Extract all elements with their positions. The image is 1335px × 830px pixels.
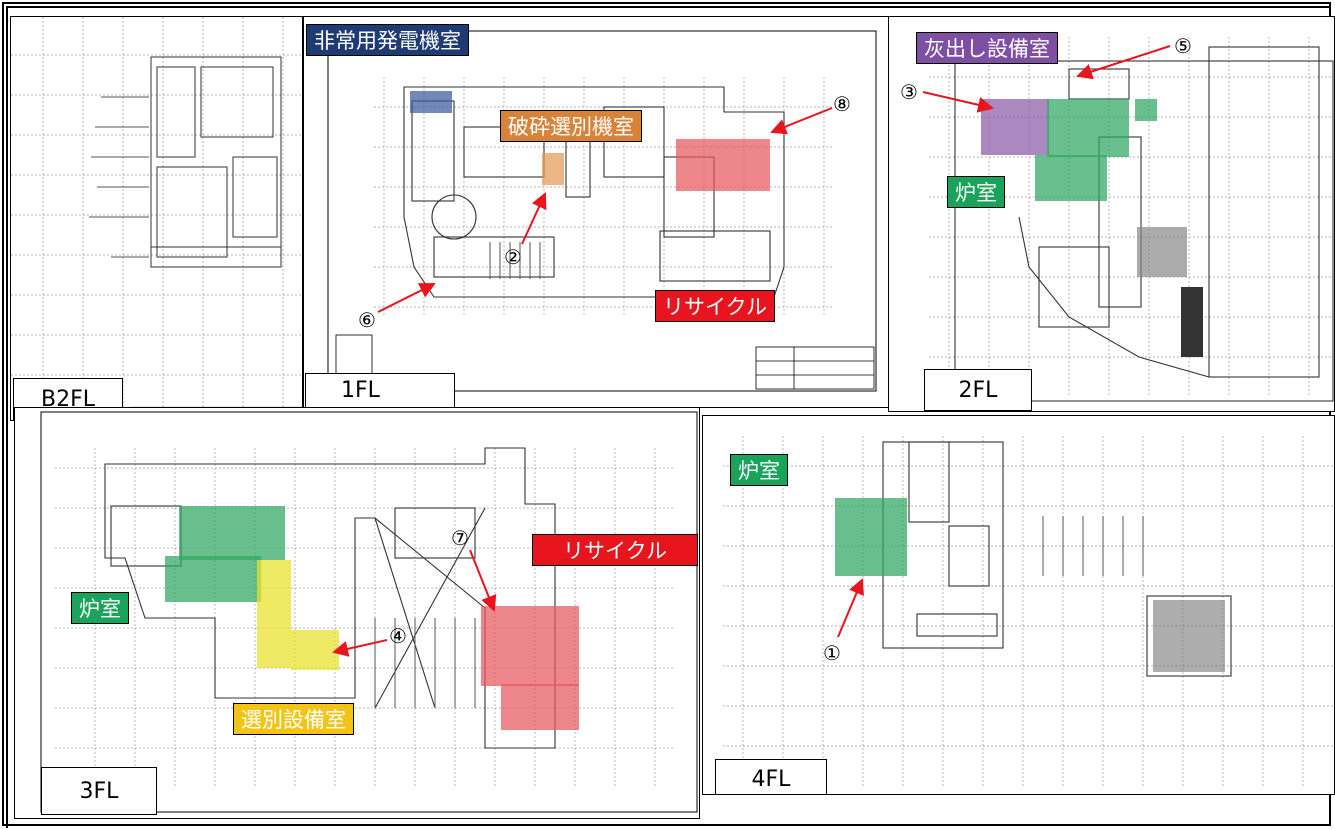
tag-ash-discharge: 灰出し設備室 bbox=[916, 32, 1058, 64]
marker-6: ⑥ bbox=[358, 308, 376, 332]
zone-furnace-2f-b bbox=[1035, 155, 1107, 201]
tag-recycle-1f: リサイクル bbox=[655, 290, 775, 322]
zone-sorting-equipment-a bbox=[257, 560, 291, 668]
tag-furnace-4f: 炉室 bbox=[730, 454, 788, 486]
tag-crushing-sorting: 破砕選別機室 bbox=[500, 110, 642, 142]
tag-recycle-3f: リサイクル bbox=[532, 534, 698, 566]
zone-recycle-1f bbox=[676, 139, 770, 191]
floor-plan-b2: B2FL bbox=[10, 16, 303, 421]
marker-4: ④ bbox=[389, 624, 407, 648]
tag-sorting-equipment: 選別設備室 bbox=[233, 703, 354, 735]
b2-plan-drawing bbox=[11, 17, 302, 420]
zone-furnace-2f-a bbox=[1047, 99, 1129, 157]
floor-label-3f: 3FL bbox=[41, 767, 157, 815]
zone-recycle-3f-a bbox=[481, 606, 579, 686]
zone-furnace-2f-c bbox=[1135, 99, 1157, 121]
tag-emergency-generator: 非常用発電機室 bbox=[306, 24, 469, 56]
tag-furnace-2f: 炉室 bbox=[947, 176, 1005, 208]
marker-1: ① bbox=[823, 641, 841, 665]
zone-recycle-3f-b bbox=[501, 684, 579, 730]
floor-label-4f: 4FL bbox=[715, 759, 827, 794]
floor-plan-4f: 4FL bbox=[702, 415, 1335, 795]
3f-plan-drawing bbox=[40, 411, 698, 813]
inner-frame bbox=[6, 6, 1331, 828]
floor-plan-3f: 3FL bbox=[14, 407, 700, 819]
1f-plan-drawing bbox=[327, 30, 877, 392]
floor-label-2f: 2FL bbox=[924, 369, 1032, 411]
marker-7: ⑦ bbox=[451, 526, 469, 550]
marker-2: ② bbox=[504, 245, 522, 269]
marker-3: ③ bbox=[900, 80, 918, 104]
zone-emergency-generator bbox=[410, 91, 452, 113]
floor-plan-2f: 2FL bbox=[888, 16, 1335, 412]
zone-furnace-3f-a bbox=[179, 506, 285, 560]
zone-crushing-sorting bbox=[542, 153, 564, 185]
4f-plan-drawing bbox=[723, 436, 1334, 786]
zone-furnace-4f bbox=[835, 498, 907, 576]
2f-plan-drawing bbox=[929, 37, 1334, 402]
zone-furnace-3f-b bbox=[165, 556, 261, 602]
marker-5: ⑤ bbox=[1174, 34, 1192, 58]
zone-ash-discharge bbox=[981, 99, 1049, 155]
marker-8: ⑧ bbox=[833, 92, 851, 116]
floor-plan-1f: 1FL bbox=[303, 16, 898, 408]
tag-furnace-3f: 炉室 bbox=[71, 592, 129, 624]
floor-label-1f: 1FL bbox=[305, 373, 455, 407]
zone-sorting-equipment-b bbox=[291, 630, 339, 670]
